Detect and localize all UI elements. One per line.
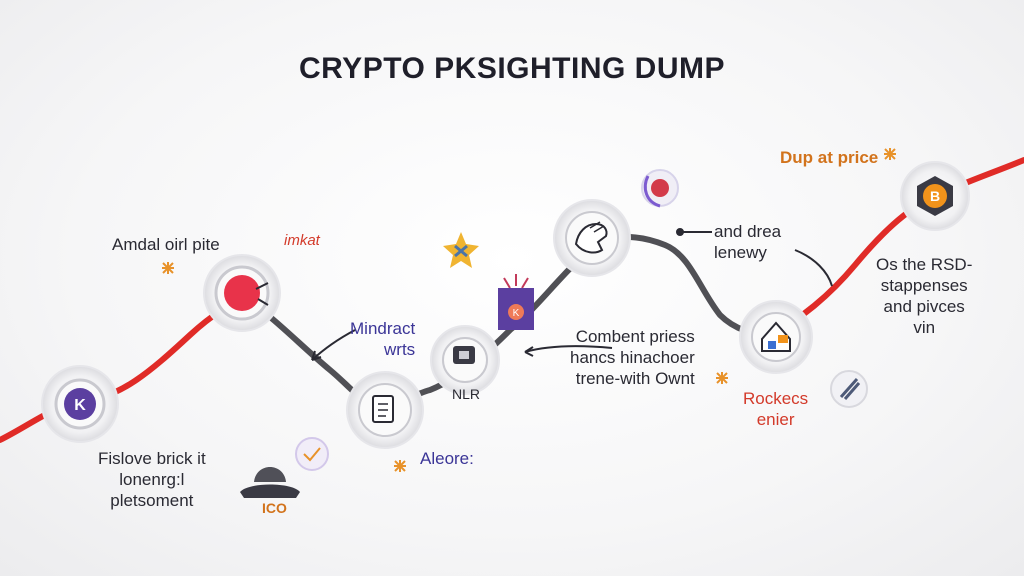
vault-node: [739, 300, 813, 374]
svg-text:B: B: [930, 188, 940, 204]
label-combent: Combent priess hancs hinachoer trene-wit…: [570, 327, 695, 388]
rise-line-right: [767, 157, 1024, 338]
label-mindract: Mindract wrts: [350, 319, 416, 359]
document-node: [346, 371, 424, 449]
arrow-and-drea: [676, 228, 712, 236]
rocket-icon: [830, 370, 868, 408]
svg-text:K: K: [74, 397, 86, 414]
label-fislove: Fislove brick it lonenrg:l pletsoment: [98, 449, 206, 510]
coin-k-node: K: [41, 365, 119, 443]
red-coin-node: [203, 254, 281, 332]
arrow-lenewy: [794, 249, 833, 287]
label-dup-price: Dup at price: [780, 148, 879, 167]
label-node-nlr: NLR: [452, 386, 481, 402]
label-ticker: ICO: [262, 500, 287, 516]
label-imkat: imkat: [284, 232, 320, 249]
label-aleore: Aleore:: [420, 449, 474, 468]
label-rockecs: Rockecs enier: [743, 389, 809, 429]
exchange-node: [430, 325, 500, 395]
svg-text:K: K: [513, 308, 520, 319]
page-title: CRYPTO PKSIGHTING DUMP: [298, 52, 726, 85]
arrow-combent: [524, 345, 613, 357]
label-amdal: Amdal oirl pite: [112, 235, 220, 254]
arrow-mindract: [311, 329, 356, 361]
rise-line-left: [0, 295, 248, 443]
sparkle-icon: [162, 148, 896, 472]
label-and-drea: and drea lenewy: [714, 222, 782, 262]
red-orb-icon: [641, 169, 679, 208]
hand-node: [553, 199, 631, 277]
ufo-robot-icon: [240, 437, 329, 498]
bitcoin-node: B: [900, 161, 970, 231]
gift-box-icon: K: [498, 274, 534, 330]
label-os-the: Os the RSD- stappenses and pivces vin: [876, 255, 973, 337]
star-badge-icon: [443, 232, 479, 268]
